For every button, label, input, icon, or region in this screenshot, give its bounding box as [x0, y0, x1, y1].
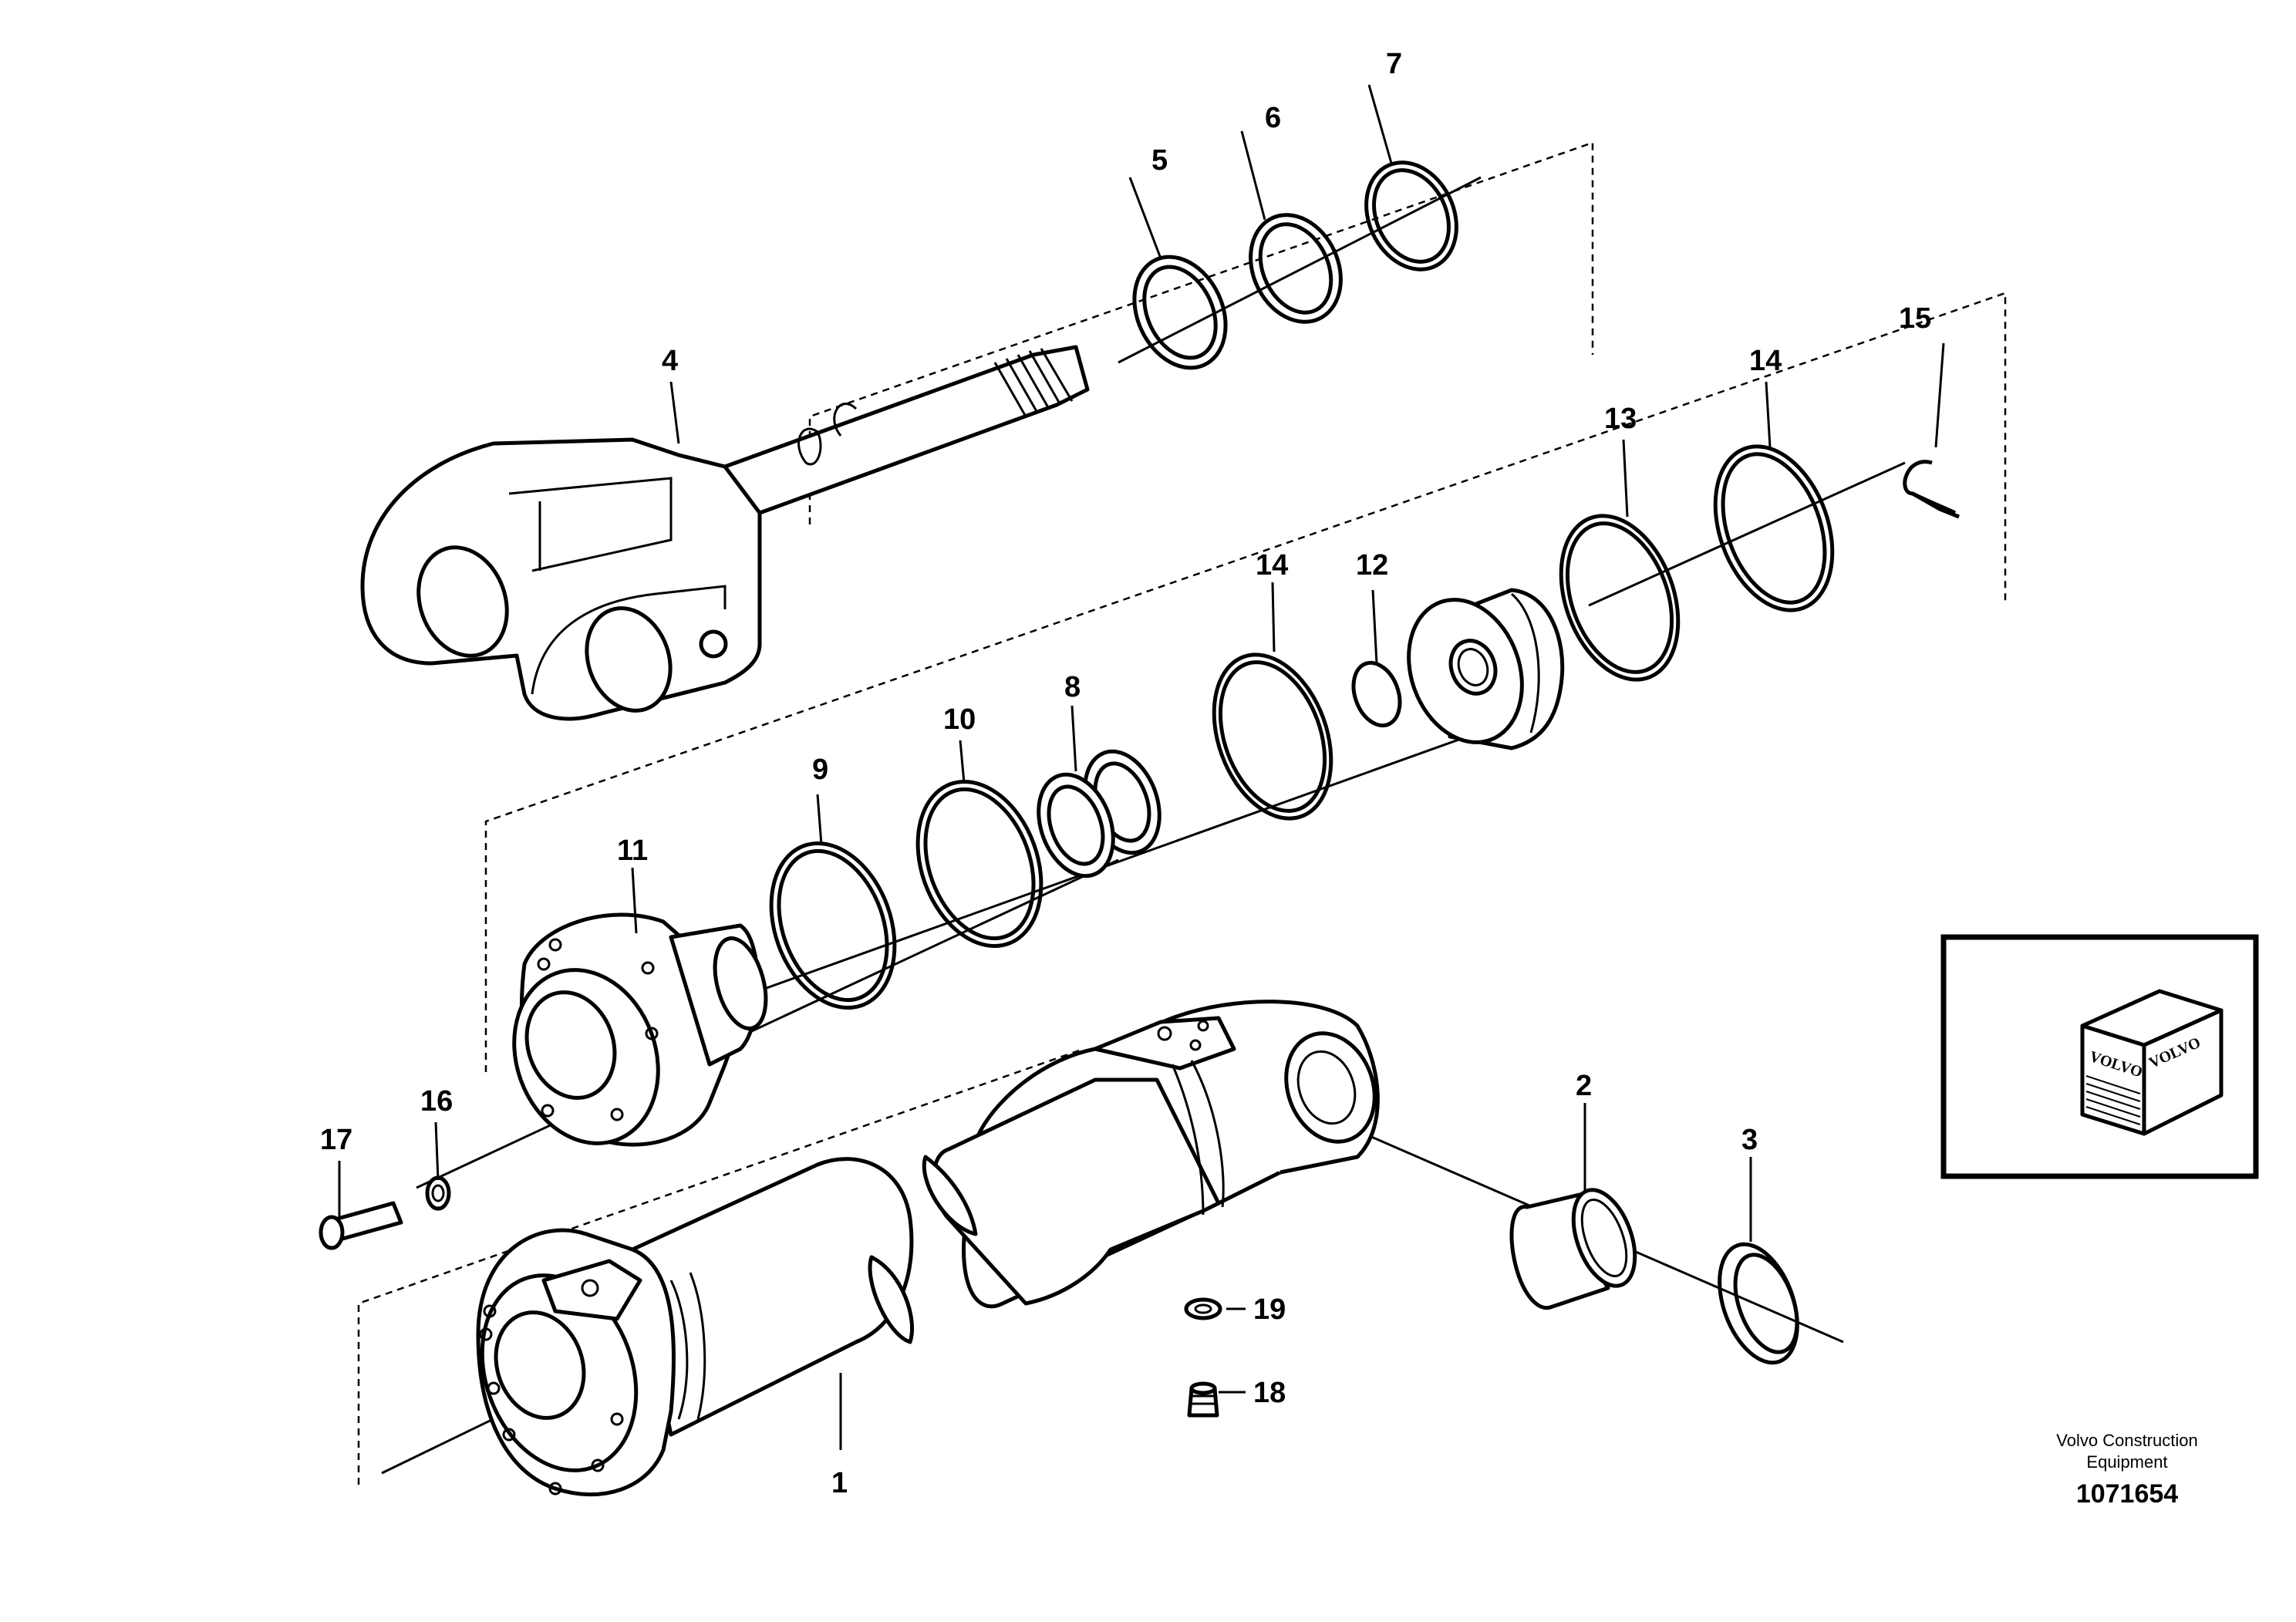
eye-bushing-and-seal [1509, 1188, 1799, 1365]
callout-14b: 14 [1749, 345, 1782, 377]
callout-14a: 14 [1256, 549, 1288, 582]
guide-bushing [1037, 749, 1161, 878]
callout-3: 3 [1741, 1124, 1758, 1156]
callout-12: 12 [1356, 549, 1388, 582]
callout-15: 15 [1899, 302, 1931, 335]
callout-18: 18 [1253, 1377, 1286, 1409]
callout-2: 2 [1576, 1070, 1592, 1102]
seal-rings-13-14 [1559, 444, 1835, 682]
kit-package-icon: VOLVO VOLVO [2080, 989, 2224, 1136]
screw-and-washer [319, 1175, 451, 1250]
gland-head [512, 912, 768, 1147]
company-name-line2: Equipment [2086, 1452, 2167, 1472]
cylinder-tube [476, 1000, 1380, 1497]
callout-6: 6 [1265, 102, 1281, 134]
callout-9: 9 [812, 754, 828, 786]
leader-lines [338, 84, 2082, 1450]
callout-8: 8 [1064, 671, 1081, 703]
drawing-number: 1071654 [2076, 1479, 2178, 1509]
callout-5: 5 [1151, 144, 1168, 177]
footer: Volvo Construction Equipment 1071654 [2056, 1431, 2197, 1509]
washer-and-plug [1184, 1297, 1222, 1418]
callout-19: 19 [1253, 1293, 1286, 1326]
callout-13: 13 [1604, 403, 1637, 435]
callout-16: 16 [420, 1085, 453, 1118]
seal-rings-5-6-7 [1132, 160, 1458, 370]
callout-11: 11 [617, 835, 648, 867]
company-name-line1: Volvo Construction [2056, 1431, 2197, 1450]
lock-clip [1903, 460, 1960, 519]
callout-17: 17 [320, 1124, 352, 1156]
callout-7: 7 [1386, 48, 1402, 80]
callout-1: 1 [831, 1467, 848, 1499]
seal-kit-box: VOLVO VOLVO [1940, 934, 2259, 1179]
seal-rings-9-10 [769, 779, 1043, 1010]
callout-4: 4 [662, 345, 678, 377]
seal-rings-14-12 [1212, 653, 1402, 821]
rod-end-clevis [360, 345, 1090, 721]
callout-10: 10 [943, 703, 976, 736]
piston [1407, 588, 1565, 750]
